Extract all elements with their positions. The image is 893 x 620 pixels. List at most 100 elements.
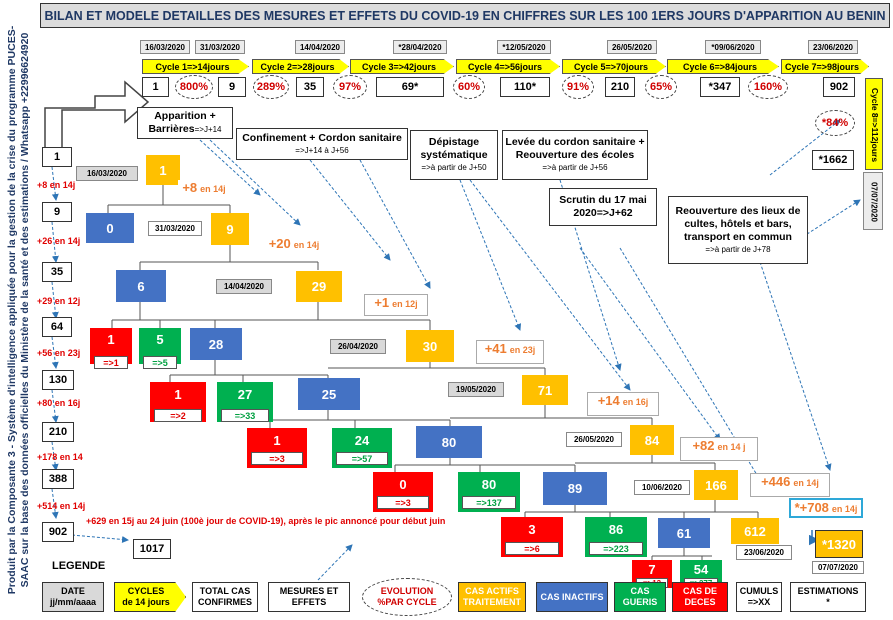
deaths-cumul-2: =>2	[154, 409, 202, 422]
left-total-3: 35	[42, 262, 72, 282]
top-date-5: *12/05/2020	[497, 40, 551, 54]
left-total-8: 902	[42, 522, 74, 542]
left-total-7: 388	[42, 469, 74, 489]
evolution-8: *84%	[815, 110, 855, 136]
cycle-6-arrow: Cycle 6=>84jours	[667, 59, 779, 74]
cycle-4-arrow: Cycle 4=>56jours	[456, 59, 560, 74]
legend-inactive: CAS INACTIFS	[536, 582, 608, 612]
cycle-7-arrow: Cycle 7=>98jours	[781, 59, 869, 74]
tree-date-4: 26/04/2020	[330, 339, 386, 354]
top-total-5: 110*	[500, 77, 550, 97]
cycle-8-arrow: Cycle 8=>112jours	[865, 78, 883, 170]
top-total-1: 1	[142, 77, 169, 97]
top-total-3: 35	[296, 77, 324, 97]
active-node-5: 71	[522, 375, 568, 405]
tree-date-7: 10/06/2020	[634, 480, 690, 495]
top-total-2: 9	[218, 77, 246, 97]
left-increment-4: +56 en 23j	[37, 348, 81, 358]
tree-date-1: 16/03/2020	[76, 166, 138, 181]
top-date-3: 14/04/2020	[295, 40, 345, 54]
deaths-cumul-5: =>6	[505, 542, 559, 555]
active-node-7: 166	[694, 470, 738, 500]
inactive-node-2: 6	[116, 270, 166, 302]
recovered-cumul-3: =>57	[336, 452, 388, 465]
top-total-7: *347	[700, 77, 740, 97]
annotation-reouverture: Reouverture des lieux de cultes, hôtels …	[668, 196, 808, 264]
left-total-1: 1	[42, 147, 72, 167]
cycle-5-arrow: Cycle 5=>70jours	[562, 59, 666, 74]
big-hollow-arrow	[44, 80, 150, 151]
top-date-2: 31/03/2020	[195, 40, 245, 54]
top-date-1: 16/03/2020	[140, 40, 190, 54]
left-increment-5: +80 en 16j	[37, 398, 81, 408]
inactive-node-3: 28	[190, 328, 242, 360]
evolution-7: 160%	[748, 75, 788, 99]
final-estimate-date: 07/07/2020	[812, 561, 864, 574]
top-date-7: *09/06/2020	[705, 40, 761, 54]
legend-cumuls: CUMULS=>XX	[736, 582, 782, 612]
legend-title: LEGENDE	[52, 560, 106, 572]
tree-date-6: 26/05/2020	[566, 432, 622, 447]
left-increment-1: +8 en 14j	[37, 180, 76, 190]
top-total-4: 69*	[376, 77, 444, 97]
evolution-5: 91%	[562, 75, 594, 99]
cycle-1-arrow: Cycle 1=>14jours	[142, 59, 249, 74]
tree-date-2: 31/03/2020	[148, 221, 202, 236]
recovered-cumul-5: =>223	[589, 542, 643, 555]
active-node-4: 30	[406, 330, 454, 362]
side-credit-line-1: Produit par la Composante 3 - Système d'…	[6, 25, 18, 595]
active-node-3: 29	[296, 271, 342, 302]
annotation-apparition: Apparition + Barrières=>J+14	[137, 107, 233, 139]
cycle-8-date: 07/07/2020	[869, 181, 879, 223]
tree-date-8: 23/06/2020	[736, 545, 792, 560]
left-total-4: 64	[42, 317, 72, 337]
left-increment-6: +178 en 14	[37, 452, 83, 462]
tree-date-3: 14/04/2020	[216, 279, 272, 294]
annotation-depistage: Dépistage systématique=>à partir de J+50	[410, 130, 498, 180]
inactive-node-5: 80	[416, 426, 482, 458]
cycle-2-arrow: Cycle 2=>28jours	[252, 59, 349, 74]
deaths-cumul-4: =>3	[377, 496, 429, 509]
left-increment-2: +26 en 14j	[37, 236, 81, 246]
deaths-cumul-1: =>1	[94, 356, 128, 369]
left-total-2: 9	[42, 202, 72, 222]
recovered-cumul-2: =>33	[221, 409, 269, 422]
left-total-5: 130	[42, 370, 74, 390]
inactive-node-7: 61	[658, 518, 710, 548]
top-date-8: 23/06/2020	[808, 40, 858, 54]
annotation-confinement: Confinement + Cordon sanitaire=>J+14 à J…	[236, 128, 408, 160]
legend-estimations: ESTIMATIONS*	[790, 582, 866, 612]
inactive-node-6: 89	[543, 472, 607, 505]
deaths-cumul-3: =>3	[251, 452, 303, 465]
final-note: +629 en 15j au 24 juin (100è jour de COV…	[86, 516, 446, 526]
inactive-node-1: 0	[86, 213, 134, 243]
final-estimate-node: *1320	[815, 530, 863, 558]
evolution-4: 60%	[453, 75, 485, 99]
recovered-cumul-4: =>137	[462, 496, 516, 509]
cycle-3-arrow: Cycle 3=>42jours	[350, 59, 454, 74]
evolution-6: 65%	[645, 75, 677, 99]
legend-evolution: EVOLUTION%PAR CYCLE	[362, 578, 452, 616]
top-date-6: 26/05/2020	[607, 40, 657, 54]
final-total: 1017	[133, 539, 171, 559]
active-node-2: 9	[211, 213, 249, 245]
recovered-cumul-1: =>5	[143, 356, 177, 369]
active-node-1: 1	[146, 155, 180, 185]
evolution-3: 97%	[333, 75, 367, 99]
active-node-6: 84	[630, 425, 674, 455]
side-credit-text: Produit par la Composante 3 - Système d'…	[0, 10, 38, 610]
active-node-8: 612	[731, 518, 779, 544]
